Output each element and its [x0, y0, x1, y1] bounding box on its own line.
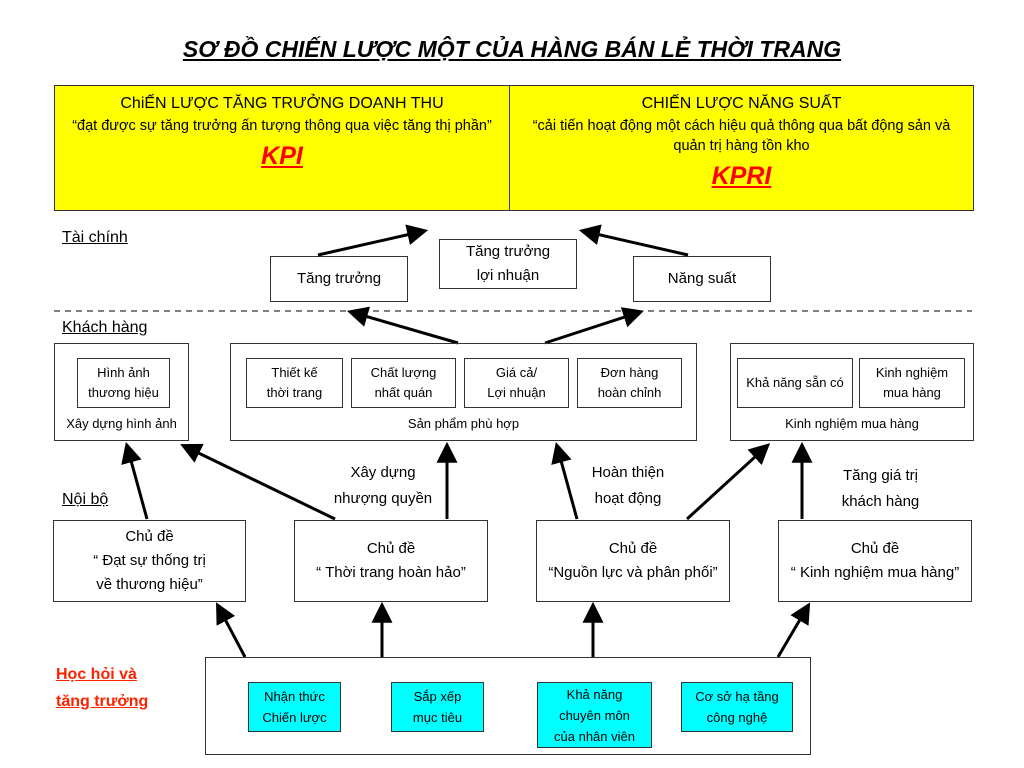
section-internal: Nội bộ [62, 491, 109, 508]
theme-shopping-experience-box: Chủ đề “ Kinh nghiệm mua hàng” [778, 520, 972, 602]
section-customer: Khách hàng [62, 319, 148, 336]
availability-box: Khả năng sẵn có [737, 358, 853, 408]
strategic-awareness-box: Nhận thức Chiến lược [248, 682, 341, 732]
operations-label: Hoàn thiện hoạt động [591, 464, 665, 507]
growth-strategy-heading: ChiẾN LƯỢC TĂNG TRƯỞNG DOANH THU [120, 95, 444, 112]
theme-perfect-fashion-box: Chủ đề “ Thời trang hoàn hảo” [294, 520, 488, 602]
customer-value-label: Tăng giá trị khách hàng [841, 467, 920, 510]
finance-growth-box: Tăng trưởng [270, 256, 408, 302]
consistent-quality-box: Chất lượng nhất quán [351, 358, 456, 408]
finance-productivity-box: Năng suất [633, 256, 771, 302]
customer-image-group: Hình ảnh thương hiệu Xây dựng hình ảnh [54, 343, 189, 441]
experience-group-caption: Kinh nghiệm mua hàng [785, 416, 919, 431]
growth-strategy-box: ChiẾN LƯỢC TĂNG TRƯỞNG DOANH THU “đạt đư… [54, 85, 510, 211]
customer-product-group: Thiết kế thời trang Chất lượng nhất quán… [230, 343, 697, 441]
theme-brand-dominance-box: Chủ đề “ Đạt sự thống trị về thương hiệu… [53, 520, 246, 602]
kpi-label: KPI [261, 142, 303, 170]
page-title: SƠ ĐỒ CHIẾN LƯỢC MỘT CỦA HÀNG BÁN LẺ THỜ… [182, 36, 842, 62]
kpri-label: KPRI [711, 162, 772, 190]
brand-image-box: Hình ảnh thương hiệu [77, 358, 170, 408]
fashion-design-box: Thiết kế thời trang [246, 358, 343, 408]
product-group-caption: Sản phẩm phù hợp [407, 416, 520, 431]
learning-growth-group: Nhận thức Chiến lược Sắp xếp mục tiêu Kh… [205, 657, 811, 755]
shopping-experience-box: Kinh nghiệm mua hàng [859, 358, 965, 408]
section-finance: Tài chính [62, 229, 128, 246]
image-group-caption: Xây dựng hình ảnh [66, 416, 177, 431]
finance-profit-growth-box: Tăng trưởng lợi nhuận [439, 239, 577, 289]
productivity-strategy-heading: CHIẾN LƯỢC NĂNG SUẤT [641, 95, 842, 112]
staff-competency-box: Khả năng chuyên môn của nhân viên [537, 682, 652, 748]
growth-strategy-quote: “đạt được sự tăng trưởng ấn tượng thông … [72, 118, 492, 134]
price-profit-box: Giá cả/ Lợi nhuận [464, 358, 569, 408]
productivity-strategy-box: CHIẾN LƯỢC NĂNG SUẤT “cải tiến hoạt động… [509, 85, 974, 211]
complete-order-box: Đơn hàng hoàn chỉnh [577, 358, 682, 408]
tech-infrastructure-box: Cơ sở hạ tầng công nghệ [681, 682, 793, 732]
theme-resources-distribution-box: Chủ đề “Nguồn lực và phân phối” [536, 520, 730, 602]
franchise-label: Xây dựng nhượng quyền [333, 464, 433, 507]
productivity-strategy-quote: “cải tiến hoạt động một cách hiệu quả th… [532, 118, 951, 154]
customer-experience-group: Khả năng sẵn có Kinh nghiệm mua hàng Kin… [730, 343, 974, 441]
section-learning: Học hỏi và tăng trưởng [56, 666, 149, 710]
goal-alignment-box: Sắp xếp mục tiêu [391, 682, 484, 732]
